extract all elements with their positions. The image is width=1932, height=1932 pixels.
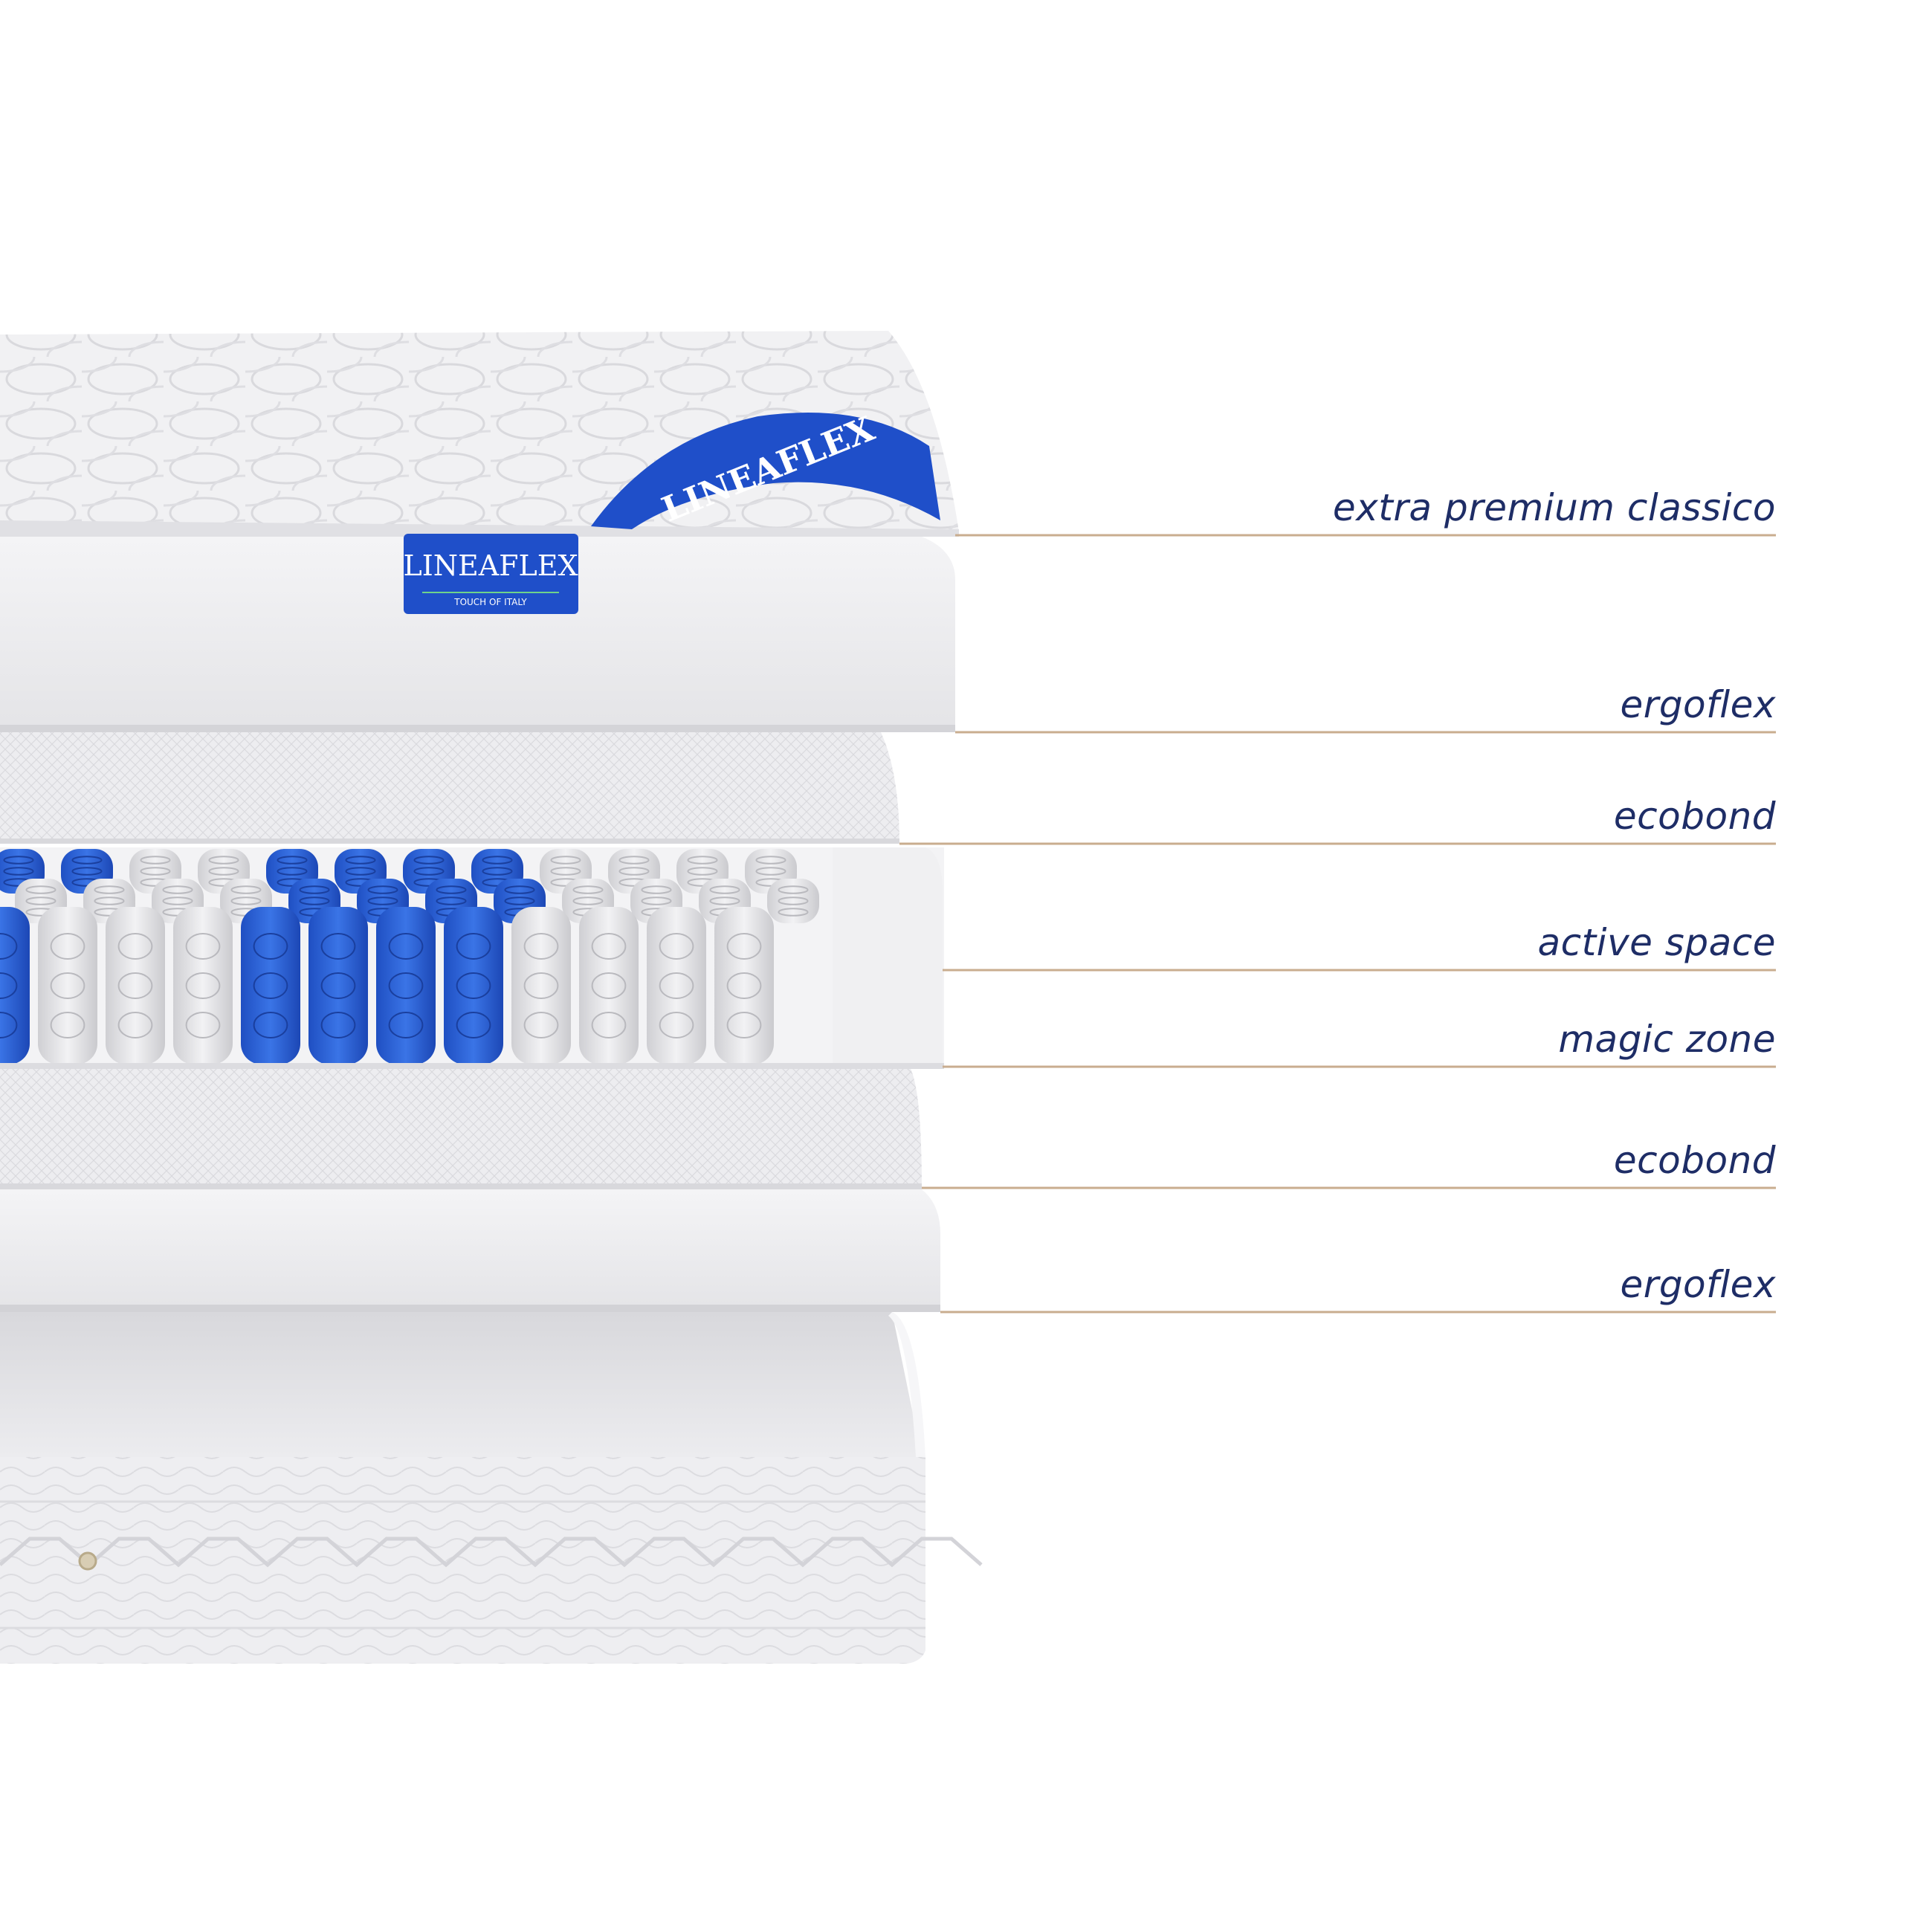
spring-back-1-11	[767, 879, 819, 923]
brand-tag	[404, 534, 578, 614]
spring-front-3	[173, 907, 233, 1064]
layer-label-7: ergoflex	[1620, 1263, 1776, 1306]
spring-front-11	[714, 907, 774, 1064]
spring-front-1	[38, 907, 97, 1064]
layer-spring-core	[0, 847, 944, 1069]
tag-tagline-text: TOUCH OF ITALY	[453, 597, 527, 607]
brand-ribbon	[591, 413, 940, 529]
layer-label-2: ergoflex	[1620, 683, 1776, 726]
spring-front-9	[579, 907, 639, 1064]
layer-ergoflex-1: LINEAFLEX TOUCH OF ITALY	[0, 534, 955, 732]
air-vent-icon	[78, 1551, 97, 1571]
pocket-springs	[0, 849, 819, 1064]
layer-label-6: ecobond	[1613, 1139, 1776, 1182]
tag-brand-text: LINEAFLEX	[403, 549, 578, 582]
layer-label-5: magic zone	[1558, 1018, 1776, 1061]
mattress-base-cover	[0, 1312, 983, 1664]
spring-front-4	[241, 907, 300, 1064]
spring-front-8	[511, 907, 571, 1064]
spring-front-0	[0, 907, 30, 1064]
spring-front-6	[376, 907, 436, 1064]
spring-front-7	[444, 907, 503, 1064]
leader-lines	[899, 534, 1776, 1314]
layer-label-4: active space	[1537, 921, 1776, 964]
layer-ecobond-1	[0, 732, 899, 844]
layer-ergoflex-2	[0, 1189, 940, 1312]
spring-front-2	[106, 907, 165, 1064]
layer-top-quilt: LINEAFLEX	[0, 331, 959, 537]
layer-label-1: extra premium classico	[1332, 486, 1776, 529]
layer-ecobond-2	[0, 1069, 922, 1189]
spring-front-10	[647, 907, 706, 1064]
layer-label-3: ecobond	[1613, 795, 1776, 838]
spring-front-5	[308, 907, 368, 1064]
